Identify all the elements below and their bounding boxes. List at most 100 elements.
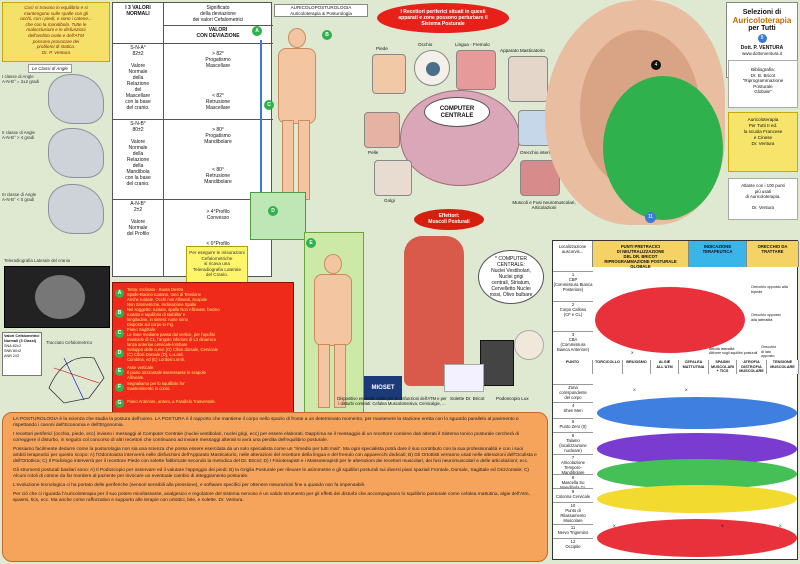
plane-note: Segnaliamo per lo squilibrio ha' manteni…	[127, 381, 186, 391]
eye-image	[414, 50, 450, 86]
grid-row-talamo: 6 Talamo (localizzazione nucleare)	[553, 432, 593, 454]
angle-classes-tag: Le Classi di Angle	[28, 64, 72, 73]
effettori-title: Effettori: Muscoli Posturali	[414, 209, 484, 230]
title-line1: Selezioni di	[742, 9, 782, 16]
solette-label: Solette Dr. Bricot	[450, 396, 485, 401]
grid-row-mascella: 8 Mascella Su Mandibola Gi.	[553, 474, 593, 490]
grid-row-colonna: 9 Colonna Cervicale	[553, 488, 593, 502]
postu-title: AURICOLOPOSTUROLOGIA Auricoloterapia & P…	[274, 4, 368, 18]
mioset-logo: MIOSET	[364, 376, 402, 400]
table-row-anb-top: > 4°Profilo Convesso	[206, 209, 230, 221]
red-ellipse	[595, 287, 745, 353]
podoscopio-label: Podoscopio Lux	[496, 396, 529, 401]
plane-note: Piano Anteriore, antero, a Parallelo Tra…	[127, 399, 216, 404]
teleradiografia-label: Teleradiografia Laterale del cranio	[4, 258, 71, 263]
label-lingua: Lingua - Fremulo	[455, 42, 490, 47]
table-header-right: Significato della deviazione dei valori …	[192, 5, 244, 23]
grid-bh-torcicollo: TORCICOLLO	[593, 360, 623, 374]
plate-d	[250, 192, 306, 240]
grid-header-punti: PUNTI PRETRACICI DI NEUTRALIZZAZIONE DEL…	[593, 241, 689, 269]
foot-image	[372, 54, 406, 94]
title-author: Dott. P. VENTURA	[740, 45, 784, 51]
dispositivo-note: Dispositivo endorale usato per le disfun…	[337, 396, 447, 406]
grid-bh-punto: PUNTO	[553, 360, 593, 374]
plumb-line	[260, 40, 262, 212]
label-muscoli: Muscoli e Fusi neuromuscolari, Articolaz…	[512, 200, 576, 210]
marker-e: E	[306, 238, 316, 248]
bibliografia-card: Bibliografia: Dr. B. Bricot "Riprogramma…	[728, 60, 798, 108]
teleradiografia-note: Per eseguire le misurazioni Cefalometric…	[186, 246, 248, 286]
valori-table-title: Valori Cefalometrici Normali (3 Classi)	[4, 334, 40, 343]
table-header-left: I 3 VALORI NORMALI	[113, 5, 164, 25]
tracciato-label: Tracciato Cefalometrico	[46, 340, 93, 345]
recettori-title: I Recettori periferici situati in questi…	[377, 3, 509, 33]
table-row-snb-top: > 80° Progatismo Mandibolare	[204, 127, 232, 145]
grid-header-indicazione: INDICAZIONE TERAPEUTICA	[689, 241, 747, 267]
valori-normali-table: Valori Cefalometrici Normali (3 Classi) …	[2, 332, 42, 376]
paragraph: Gli strumenti posturali basilari sono: A…	[13, 468, 530, 479]
grid-row-atm: 7 Articolazione Temporo- Mandibolare	[553, 454, 593, 475]
plane-marker: A	[115, 289, 124, 298]
label-apparato: Apparato Masticatorio	[500, 48, 545, 53]
yellow-ellipse	[597, 485, 797, 513]
grid-row-occipite: 12 Occipite	[553, 538, 593, 558]
table-row-sna-bottom: < 82° Retrusione Mascellare	[205, 93, 231, 111]
front-body-head	[288, 28, 306, 48]
grid-note-cbp: Orecchio opposto alla bipede	[751, 285, 788, 294]
paragraph: Possiamo facilmente dedurre come la post…	[13, 447, 537, 464]
front-body-torso	[278, 48, 316, 124]
paragraph: LA POSTUROLOGIA è la scienza che studia …	[13, 417, 519, 428]
grid-bh-atrofia: ATROFIA DISTROFIA MUSCOLARE	[737, 360, 767, 374]
valori-row: ANB 2±2	[4, 354, 20, 358]
back-body-head	[324, 254, 342, 274]
plane-marker: G	[115, 399, 124, 408]
title-website[interactable]: www.dottorventura.it	[742, 51, 782, 56]
red-ellipse-bottom	[597, 519, 797, 557]
posture-planes-box: A Testa: Inclinata - Ruota Destra Spalle…	[112, 282, 294, 414]
computer-centrale: COMPUTER CENTRALE	[424, 97, 490, 127]
class-2-label: II classe di Angle A-N-B° > 4 gradi	[2, 130, 35, 140]
grid-header-orecchio: ORECCHIO DA TRATTARE	[747, 241, 799, 267]
atlante-card: Atlante con i 100 punti più usati di Aur…	[728, 178, 798, 220]
ear-point-4: 4	[651, 60, 661, 70]
grid-bh-spasmi: SPASMI MUSCOLARI + TICS	[709, 360, 737, 374]
grid-row-cbp: 1 CBP (Commissura Bianca Posteriore)	[553, 271, 593, 301]
grid-row-shenmen: 4 Shen Men	[553, 402, 593, 418]
valori-row: SNB 80±2	[4, 349, 22, 353]
paragraph: Per ciò che ci riguarda l'Auricoloterapi…	[13, 492, 530, 503]
marker-a: A	[252, 26, 262, 36]
grid-row-cba: 3 CBA (Commissura Bianca Anteriore)	[553, 331, 593, 361]
grid-bh-algie: ALGIE ALL'ATM	[651, 360, 679, 374]
label-occhio: Occhio	[418, 42, 433, 47]
plane-marker: F	[115, 383, 124, 392]
golgi-image	[374, 160, 412, 196]
cephalometric-table: I 3 VALORI NORMALI Significato della dev…	[112, 2, 273, 277]
marker-d: D	[268, 206, 278, 216]
green-ellipse	[597, 459, 797, 489]
grid-x: X	[631, 350, 634, 355]
front-body-leg-left	[282, 120, 294, 200]
grid-row-zona: Zona corrispondente del corpo	[553, 384, 593, 402]
skull-class-3-image	[48, 184, 104, 234]
plane-marker: C	[115, 329, 124, 338]
grid-bh-tensione: TENSIONE MUSCOLARE	[767, 360, 799, 374]
paragraph: I recettori periferici (occhio, piede, e…	[13, 432, 520, 443]
posturologia-text-box: LA POSTUROLOGIA è la scienza che studia …	[2, 412, 548, 562]
auricolo-card: Auricoloterapia Per Tutti II ed. la scuo…	[728, 112, 798, 172]
grid-x: X	[613, 523, 616, 528]
grid-x: X	[685, 387, 688, 392]
grid-row-zero: 5 Punto Zero (0)	[553, 418, 593, 432]
table-row-snb-bottom: < 80° Retrusione Mandibolare	[204, 167, 232, 185]
table-row-sna-left: S-N-A° 82±2 Valore Normale della Relazio…	[113, 45, 164, 121]
grid-bh-cefalea: CEFALEA MATTUTINA	[679, 360, 709, 374]
computer-centrale-note: * COMPUTER CENTRALE: Nuclei Vestibolari,…	[478, 250, 544, 304]
tongue-image	[456, 50, 496, 90]
ear-point-11: 11	[645, 212, 656, 223]
skull-class-1-image	[48, 74, 104, 124]
plane-marker: D	[115, 349, 124, 358]
table-row-anb-left: A-N-B° 2±2 Valore Normale del Profilo	[113, 201, 164, 271]
grid-attivita: Attività lateralità Attivere sugli squil…	[709, 347, 758, 356]
grid-row-corpo: 2 Corpo Calloso (CF e CL)	[553, 301, 593, 331]
back-body-torso	[314, 274, 352, 346]
title-line2: Auricoloterapia	[732, 16, 792, 25]
